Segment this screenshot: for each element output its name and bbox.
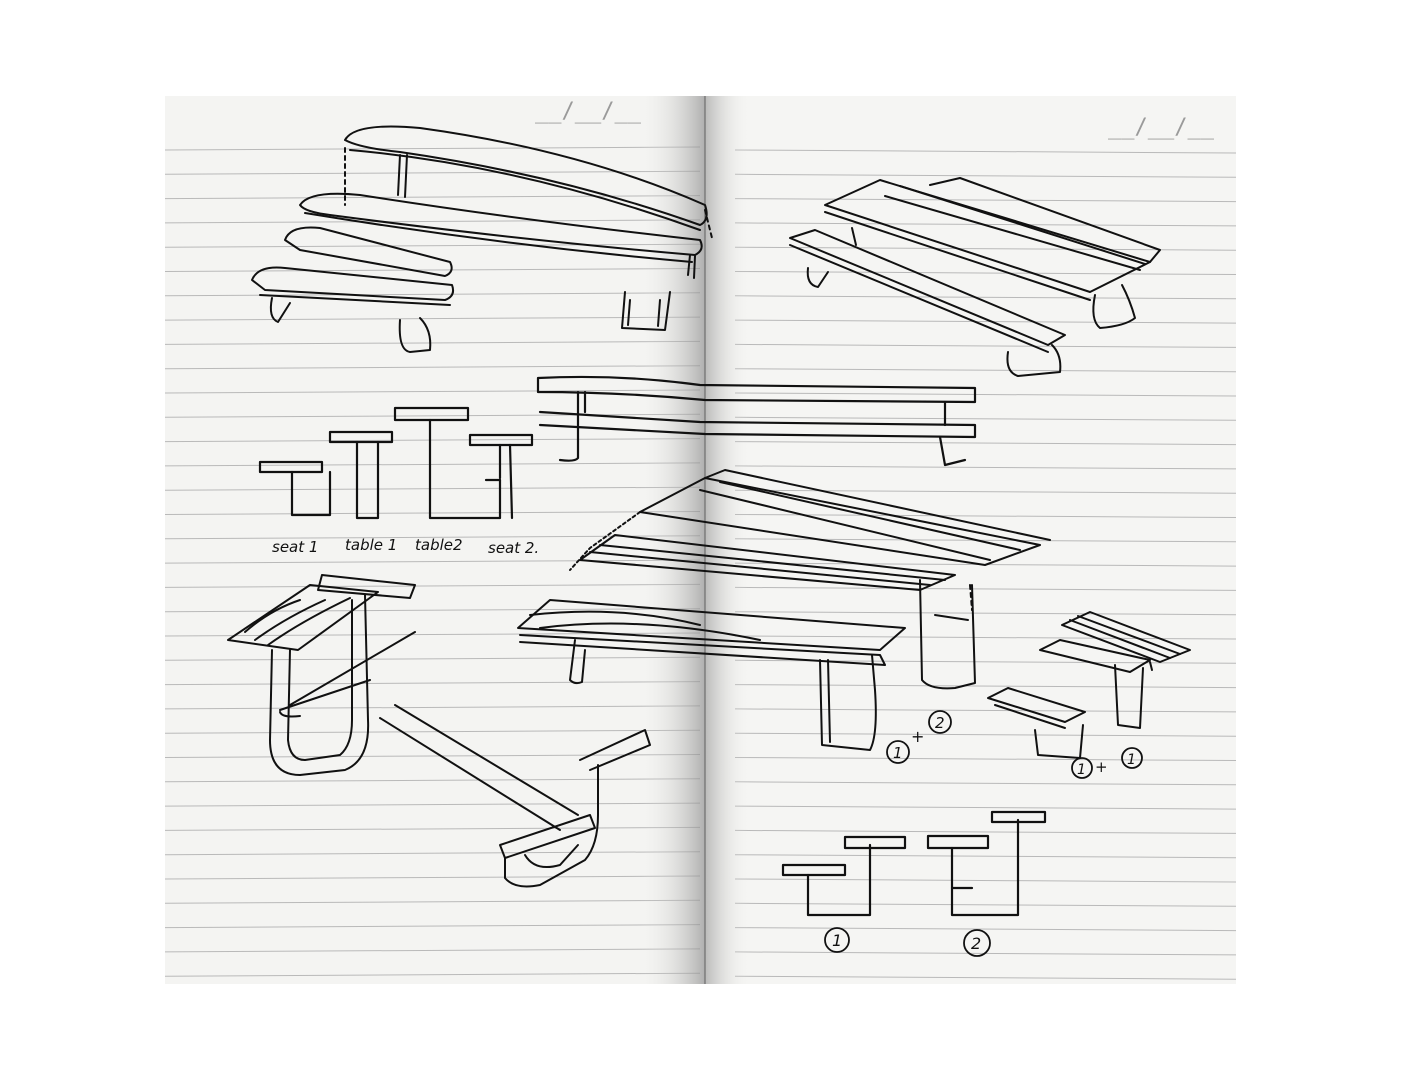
ruled-line [164, 535, 701, 540]
ruled-line [734, 271, 1237, 275]
wood-profile-sketch [227, 574, 651, 888]
profile-numbers: 1 2 [824, 927, 991, 957]
ruled-line [164, 292, 701, 297]
ruled-line [734, 246, 1237, 251]
gutter-shadow-right [705, 96, 750, 984]
ruled-line [734, 781, 1237, 786]
left-page-ruling [164, 146, 701, 977]
ruled-line [164, 511, 701, 515]
profile-number-one: 1 [832, 931, 842, 950]
ruled-line [164, 875, 701, 880]
ruled-line [164, 243, 701, 248]
ruled-line [734, 854, 1237, 859]
profile-row-sketch [258, 406, 534, 520]
ruled-line [164, 316, 701, 321]
wooden-table-sketch [517, 469, 1051, 751]
right-date-placeholder: __/__/__ [1108, 115, 1215, 140]
ruled-line [734, 368, 1237, 373]
label-seat2: seat 2. [488, 539, 539, 557]
ruled-line [164, 219, 701, 224]
ruled-line [164, 462, 701, 467]
ruled-line [164, 365, 701, 370]
ruled-line [164, 268, 701, 272]
ruled-line [734, 149, 1237, 154]
ruled-line [164, 681, 701, 686]
ruled-line [734, 902, 1237, 907]
ruled-line [734, 295, 1237, 300]
ruled-line [164, 948, 701, 953]
combo-first-b: 2 [935, 714, 945, 732]
ruled-line [164, 559, 701, 564]
ruled-line [164, 146, 701, 151]
ruled-line [734, 319, 1237, 324]
combo-first-a: 1 [893, 744, 903, 762]
numbered-profiles-sketch [781, 810, 1047, 917]
ruled-line [734, 465, 1237, 470]
label-table2: table2 [415, 536, 463, 554]
ruled-line [164, 729, 701, 734]
profile-number-two: 2 [971, 934, 981, 953]
label-seat1: seat 1 [272, 538, 318, 556]
ruled-line [734, 173, 1237, 178]
ruled-line [164, 656, 701, 661]
combo-plus-1: + [911, 727, 924, 746]
ruled-line [164, 705, 701, 710]
combo-plus-2: + [1095, 758, 1108, 776]
ruled-line [734, 416, 1237, 421]
ruled-line [164, 170, 701, 175]
ruled-line [164, 778, 701, 783]
ruled-line [734, 975, 1237, 980]
ruled-line [734, 757, 1237, 761]
combo-second-b: 1 [1127, 752, 1136, 768]
ruled-line [734, 732, 1237, 737]
ruled-line [734, 878, 1237, 883]
label-table1: table 1 [345, 536, 397, 554]
left-date-placeholder: __/__/__ [535, 99, 642, 124]
picnic-table-sketch [789, 177, 1161, 377]
ruled-line [164, 608, 701, 613]
ruled-line [734, 635, 1237, 640]
ruled-line [734, 927, 1237, 932]
ruled-line [734, 514, 1237, 518]
ruled-line [164, 413, 701, 418]
ruled-line [164, 899, 701, 904]
tiered-bench-sketch [251, 125, 713, 353]
double-bench-sketch [987, 611, 1191, 759]
ruled-line [734, 805, 1237, 810]
ruled-line [164, 389, 701, 394]
ruled-line [164, 924, 701, 929]
ruled-line [164, 340, 701, 345]
left-page [165, 96, 705, 984]
ruled-line [164, 826, 701, 831]
ruled-line [734, 198, 1237, 203]
ruled-line [734, 684, 1237, 689]
ruled-line [734, 392, 1237, 397]
ruled-line [164, 754, 701, 758]
ruled-line [734, 829, 1237, 834]
combo-1-plus-2: 1 + 2 [886, 710, 952, 764]
ruled-line [164, 802, 701, 807]
ruled-line [734, 708, 1237, 713]
ruled-line [164, 438, 701, 443]
ruled-line [164, 851, 701, 856]
combo-second-a: 1 [1077, 762, 1086, 778]
ruled-line [734, 441, 1237, 446]
ruled-line [734, 586, 1237, 591]
ruled-line [734, 343, 1237, 348]
ruled-line [164, 486, 701, 491]
ruled-line [164, 972, 701, 977]
ruled-line [734, 611, 1237, 616]
side-elevation-sketch [536, 375, 977, 467]
combo-1-plus-1: 1 + 1 [1071, 747, 1143, 779]
ruled-line [164, 583, 701, 588]
